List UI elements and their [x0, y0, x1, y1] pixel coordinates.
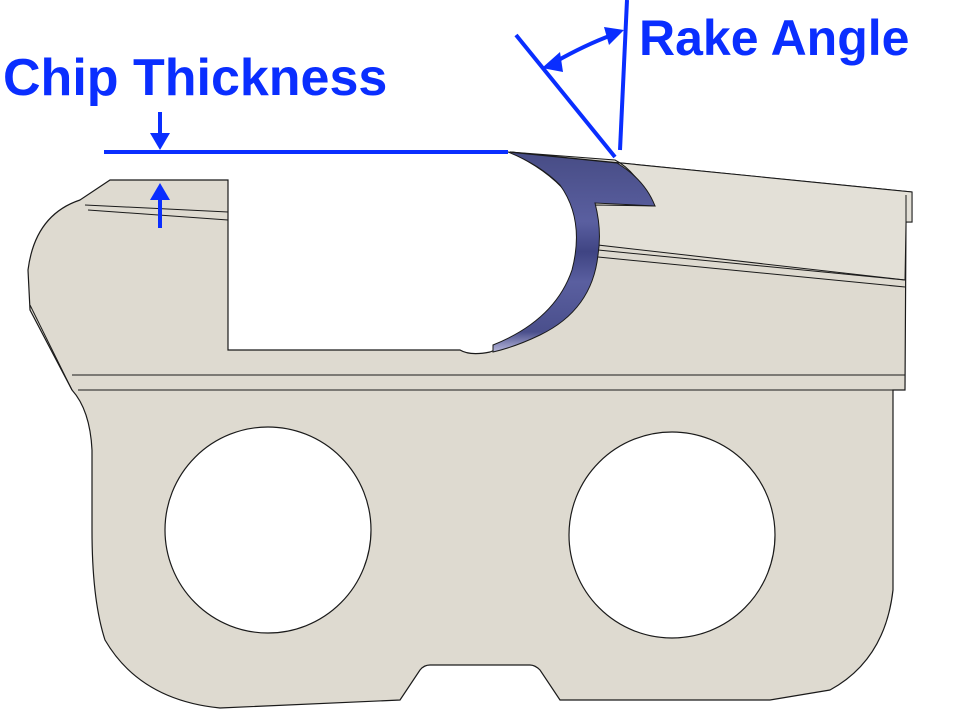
arrow-up-icon: [150, 183, 170, 200]
rivet-hole-left: [164, 426, 372, 634]
plate-line-2: [597, 256, 906, 288]
depth-gauge-line-1: [84, 204, 229, 213]
cutter-face: [492, 151, 656, 353]
bevel-line: [29, 304, 73, 391]
rake-angle-annotation: [514, 0, 629, 159]
plate-line-1: [597, 249, 906, 281]
rake-angle-label: Rake Angle: [639, 10, 909, 66]
arrow-right-icon: [604, 27, 624, 45]
arrow-down-icon: [150, 133, 170, 150]
chip-thickness-label: Chip Thickness: [3, 49, 387, 107]
vertical-reference-line: [618, 0, 629, 151]
arrow-left-icon: [542, 52, 563, 72]
chip-thickness-annotation: [104, 112, 508, 228]
rivet-hole-right: [568, 431, 776, 639]
rake-face-line: [514, 33, 617, 159]
